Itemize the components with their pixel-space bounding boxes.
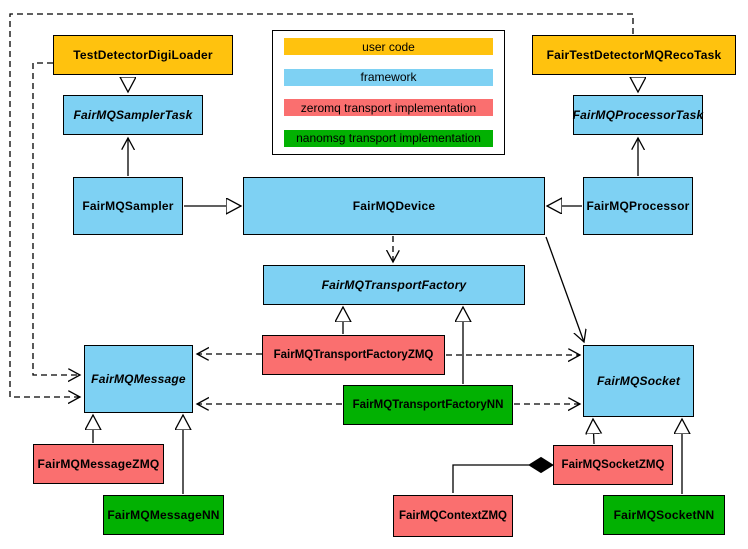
legend-label: zeromq transport implementation [300, 100, 477, 115]
node-fairmqtransportfactoryzmq: FairMQTransportFactoryZMQ [262, 335, 445, 375]
edge-digiloader-depends-message [32, 62, 80, 375]
node-label: FairMQSocket [596, 374, 681, 388]
node-label: FairMQSamplerTask [73, 108, 193, 122]
node-label: FairMQDevice [352, 199, 436, 213]
legend-item-user-code: user code [284, 38, 493, 55]
node-label: FairMQTransportFactoryZMQ [273, 349, 434, 361]
node-label: FairMQProcessorTask [572, 108, 704, 122]
node-label: FairMQMessage [91, 372, 186, 386]
edge-socketzmq-inherits-socket [593, 419, 594, 445]
node-label: FairMQTransportFactoryNN [352, 399, 504, 411]
node-label: TestDetectorDigiLoader [73, 48, 213, 62]
composition-diamond-icon [528, 456, 554, 474]
legend-label: nanomsg transport implementation [296, 131, 481, 146]
legend-label: framework [360, 70, 417, 85]
node-testdetectordigiloader: TestDetectorDigiLoader [53, 35, 233, 75]
node-label: FairMQSampler [82, 199, 174, 213]
node-label: FairTestDetectorMQRecoTask [546, 48, 722, 62]
node-label: FairMQSocketNN [613, 508, 715, 522]
node-fairmqsocketzmq: FairMQSocketZMQ [553, 445, 673, 485]
node-fairmqsocket: FairMQSocket [583, 345, 694, 417]
node-fairmqsocketnn: FairMQSocketNN [603, 495, 725, 535]
node-label: FairMQSocketZMQ [561, 459, 665, 471]
node-fairmqmessage: FairMQMessage [84, 345, 193, 413]
node-fairmqsampler: FairMQSampler [73, 177, 183, 235]
edge-device-uses-socket [545, 236, 584, 342]
edge-socketzmq-owns-contextzmq [452, 464, 529, 493]
node-label: FairMQContextZMQ [399, 510, 507, 522]
node-fairtestdetectormqrecotask: FairTestDetectorMQRecoTask [532, 35, 736, 75]
node-fairmqprocessortask: FairMQProcessorTask [573, 95, 703, 135]
node-fairmqtransportfactorynn: FairMQTransportFactoryNN [343, 385, 513, 425]
node-fairmqtransportfactory: FairMQTransportFactory [263, 265, 525, 305]
legend-item-nanomsg: nanomsg transport implementation [284, 129, 493, 147]
node-fairmqcontextzmq: FairMQContextZMQ [393, 495, 513, 537]
node-fairmqmessagezmq: FairMQMessageZMQ [33, 444, 164, 484]
node-fairmqprocessor: FairMQProcessor [583, 177, 693, 235]
node-label: FairMQMessageZMQ [37, 457, 160, 471]
node-fairmqsamplertask: FairMQSamplerTask [63, 95, 203, 135]
node-label: FairMQProcessor [586, 199, 690, 213]
legend-item-framework: framework [284, 68, 493, 86]
legend-box: user code framework zeromq transport imp… [272, 30, 505, 155]
edge-recotask-depends-message [9, 13, 634, 397]
legend-label: user code [362, 39, 415, 54]
node-label: FairMQMessageNN [107, 508, 220, 522]
node-fairmqdevice: FairMQDevice [243, 177, 545, 235]
node-fairmqmessagenn: FairMQMessageNN [103, 495, 224, 535]
legend-item-zeromq: zeromq transport implementation [284, 99, 493, 117]
node-label: FairMQTransportFactory [321, 278, 467, 292]
